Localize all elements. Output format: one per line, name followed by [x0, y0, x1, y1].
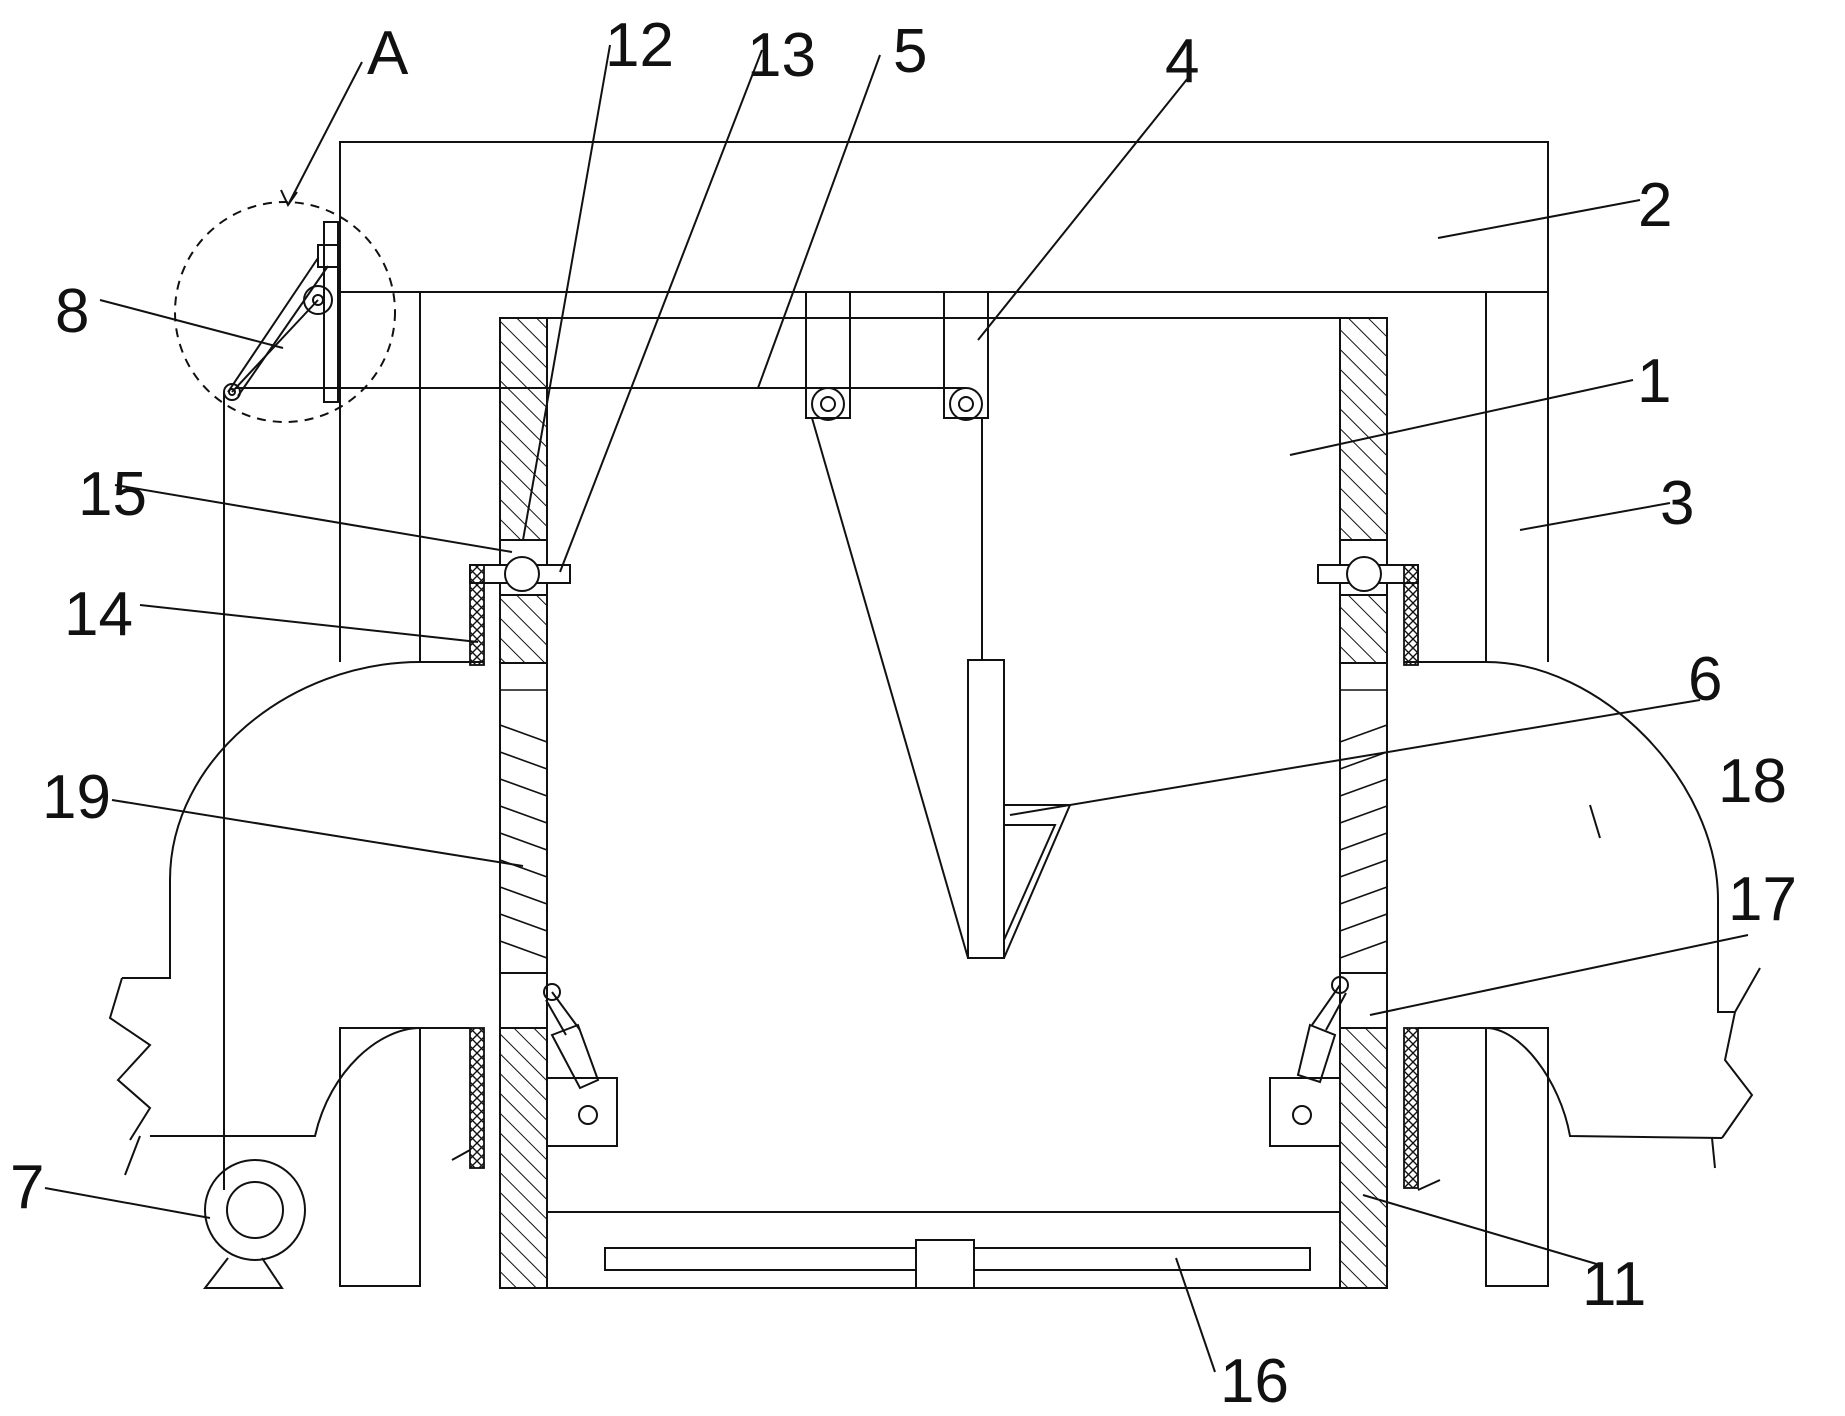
callout-5: 5 — [893, 17, 927, 86]
left-air-duct — [108, 661, 470, 1176]
callout-12: 12 — [605, 11, 674, 80]
left-lower-sleeve — [469, 1027, 485, 1169]
top-frame — [339, 141, 1549, 293]
winch-motor — [202, 1159, 306, 1289]
right-hydraulic-cylinder — [1269, 976, 1349, 1147]
callout-18: 18 — [1718, 747, 1787, 816]
scraper-blade — [967, 659, 1072, 959]
callout-16: 16 — [1220, 1347, 1289, 1416]
left-wall-upper — [499, 317, 548, 541]
callout-17: 17 — [1728, 865, 1797, 934]
leader-lines — [44, 44, 1749, 1373]
callout-a: A — [367, 19, 409, 88]
right-support-column — [1485, 292, 1549, 1287]
left-support-column — [339, 292, 421, 1287]
callout-15: 15 — [78, 460, 147, 529]
bottom-hub — [915, 1239, 975, 1289]
right-pulley-mount — [943, 291, 989, 419]
right-air-duct — [1418, 661, 1761, 1169]
callout-11: 11 — [1582, 1250, 1646, 1319]
right-bearing-assembly — [1317, 556, 1419, 666]
right-wall-lower — [1339, 1027, 1388, 1289]
callout-3: 3 — [1660, 469, 1694, 538]
callout-1: 1 — [1637, 347, 1671, 416]
callout-2: 2 — [1638, 171, 1672, 240]
tension-lever — [223, 221, 339, 403]
right-wall-screen — [1339, 662, 1388, 974]
left-wall-lower — [499, 1027, 548, 1289]
right-wall-upper — [1339, 317, 1388, 541]
callout-6: 6 — [1688, 645, 1722, 714]
left-pulley-mount — [805, 291, 851, 419]
right-lower-sleeve — [1403, 1027, 1419, 1189]
callout-19: 19 — [42, 763, 111, 832]
left-wall-screen — [499, 662, 548, 974]
left-bearing-assembly — [469, 556, 571, 666]
callout-7: 7 — [10, 1153, 44, 1222]
tank-body — [546, 317, 1341, 1289]
callout-13: 13 — [747, 21, 816, 90]
detail-a-circle — [174, 201, 396, 423]
left-hydraulic-cylinder — [543, 983, 618, 1147]
callout-4: 4 — [1165, 27, 1199, 96]
callout-14: 14 — [64, 580, 133, 649]
callout-8: 8 — [55, 277, 89, 346]
